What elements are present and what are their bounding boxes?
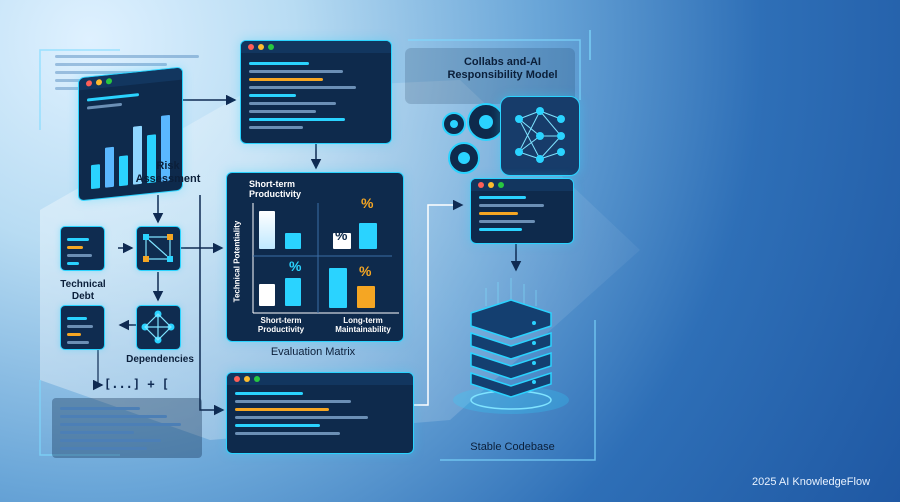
watermark: 2025 AI KnowledgeFlow — [752, 476, 871, 488]
evaluation-matrix-panel: Short-term Productivity Technical Potent… — [226, 172, 404, 342]
quadrant-top-left — [259, 209, 313, 249]
code-window-bottom — [226, 372, 414, 454]
code-file-icon — [60, 305, 105, 350]
gears-icon — [442, 103, 505, 174]
collab-title-card: Collabs and-AI Responsibility Model — [405, 48, 575, 104]
quadrant-bottom-right — [327, 266, 389, 308]
server-stack-icon — [453, 278, 569, 414]
quadrant-bottom-left — [259, 266, 313, 306]
collab-title: Collabs and-AI Responsibility Model — [447, 56, 558, 81]
matrix-x-right-label: Long-term Maintainability — [335, 316, 391, 334]
risk-assessment-label: Risk Assessment — [135, 160, 201, 185]
dependencies-graph-icon — [136, 305, 181, 350]
bracket-snippet: [...] + [ — [104, 377, 170, 391]
code-window-right — [470, 178, 574, 244]
quadrant-top-right — [327, 209, 389, 249]
technical-debt-label: Technical Debt — [60, 279, 106, 302]
percent-bottom-right: % — [359, 263, 372, 279]
percent-top-right-1: % — [335, 227, 348, 243]
technical-debt-code-icon — [60, 226, 105, 271]
matrix-top-label: Short-term Productivity — [249, 179, 302, 199]
matrix-grid — [252, 203, 399, 314]
matrix-x-left-label: Short-term Productivity — [257, 316, 305, 334]
stable-codebase-label: Stable Codebase — [470, 441, 555, 453]
neural-network-icon — [500, 96, 580, 176]
network-graph-icon — [136, 226, 181, 271]
dependencies-label: Dependencies — [126, 354, 194, 365]
percent-top-right-2: % — [361, 195, 374, 211]
percent-bottom-left: % — [289, 258, 302, 274]
code-window-top — [240, 40, 392, 144]
background-code-bottom — [52, 398, 202, 458]
evaluation-matrix-caption: Evaluation Matrix — [270, 346, 356, 358]
